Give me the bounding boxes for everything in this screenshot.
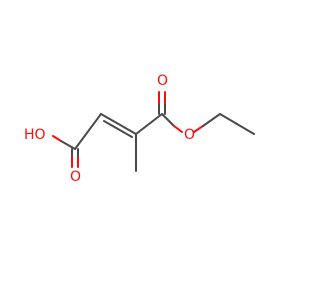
bond-hydroxyl-oxygen-red (52, 135, 62, 142)
bond-acid-carbon-to-ch (74, 113, 102, 150)
structure-canvas: HO O O O (24, 73, 255, 185)
bond-hydroxyl-carbon (60, 140, 76, 150)
ester-oxygen-label: O (184, 127, 195, 143)
bond-alkene-to-ester-carbon (135, 113, 163, 135)
acid-carbonyl-oxygen-label: O (70, 169, 81, 185)
bond-ethyl-chain (219, 113, 255, 135)
bond-alkene-main (100, 113, 137, 135)
bond-alkene-inner (103, 120, 133, 138)
bond-ester-carbon-to-oxygen-red (173, 125, 183, 133)
ester-carbonyl-oxygen-label: O (157, 73, 168, 89)
bond-oxygen-to-ethyl (202, 113, 221, 127)
bond-ester-carbon-to-oxygen (161, 113, 175, 127)
molecule-diagram: HO O O O (24, 73, 255, 185)
hydroxyl-label: HO (24, 127, 46, 143)
bond-oxygen-to-ethyl-red (193, 125, 204, 133)
